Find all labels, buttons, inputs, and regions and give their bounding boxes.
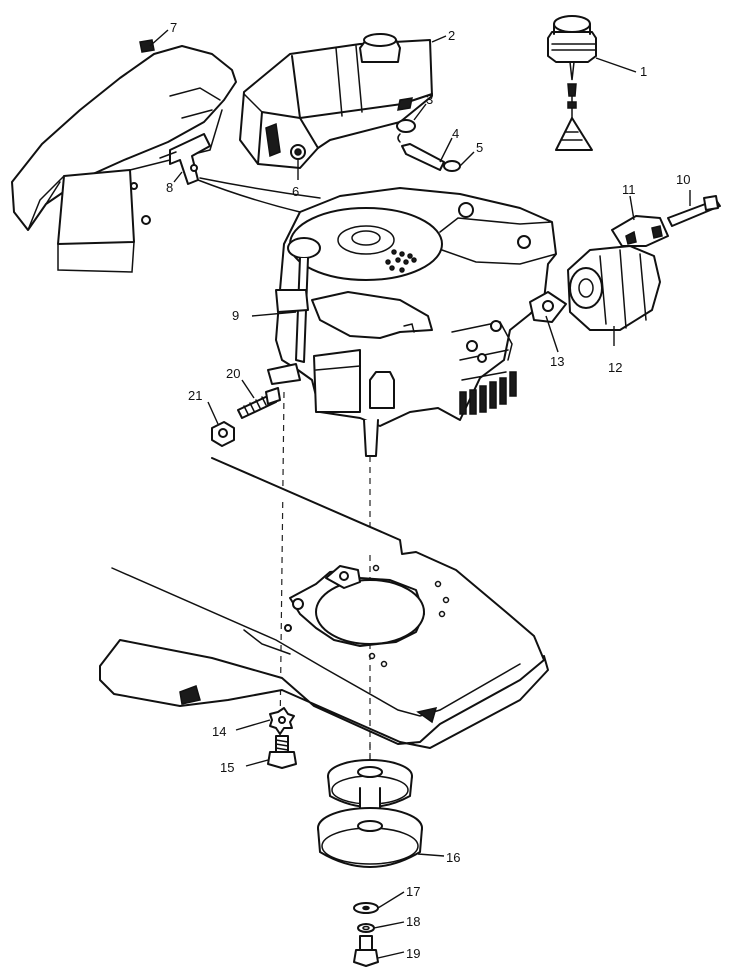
callout-8: 8 [166, 180, 173, 195]
callout-2: 2 [448, 28, 455, 43]
callout-12: 12 [608, 360, 622, 375]
flat-washer [353, 902, 379, 914]
lock-washer [357, 923, 375, 933]
deck-bolt [267, 735, 297, 769]
fuel-line-assembly [396, 119, 461, 172]
callout-19: 19 [406, 946, 420, 961]
fuel-tank [239, 33, 433, 169]
drive-pulley [317, 744, 423, 868]
engine-shroud [11, 39, 237, 273]
pulley-bolt [353, 935, 379, 967]
callout-10: 10 [676, 172, 690, 187]
mower-deck [99, 457, 549, 749]
callout-21: 21 [188, 388, 202, 403]
callout-5: 5 [476, 140, 483, 155]
air-cleaner [529, 195, 721, 331]
callout-11: 11 [622, 182, 636, 197]
callout-1: 1 [640, 64, 647, 79]
callout-3: 3 [426, 92, 433, 107]
callout-labels: 1 2 3 4 5 6 7 8 9 10 11 12 13 14 15 16 1… [166, 20, 690, 961]
callout-6: 6 [292, 184, 299, 199]
callout-16: 16 [446, 850, 460, 865]
engine [267, 187, 557, 457]
callout-14: 14 [212, 724, 226, 739]
engine-nut [211, 421, 235, 447]
shutoff-valve [290, 144, 306, 160]
callout-13: 13 [550, 354, 564, 369]
callout-18: 18 [406, 914, 420, 929]
callout-7: 7 [170, 20, 177, 35]
engine-bolt [237, 387, 281, 419]
callout-9: 9 [232, 308, 239, 323]
callout-17: 17 [406, 884, 420, 899]
callout-4: 4 [452, 126, 459, 141]
callout-20: 20 [226, 366, 240, 381]
callout-15: 15 [220, 760, 234, 775]
throttle-bracket [159, 133, 321, 213]
star-washer [269, 707, 295, 735]
leader-lines [149, 29, 691, 959]
fuel-cap [547, 15, 597, 151]
